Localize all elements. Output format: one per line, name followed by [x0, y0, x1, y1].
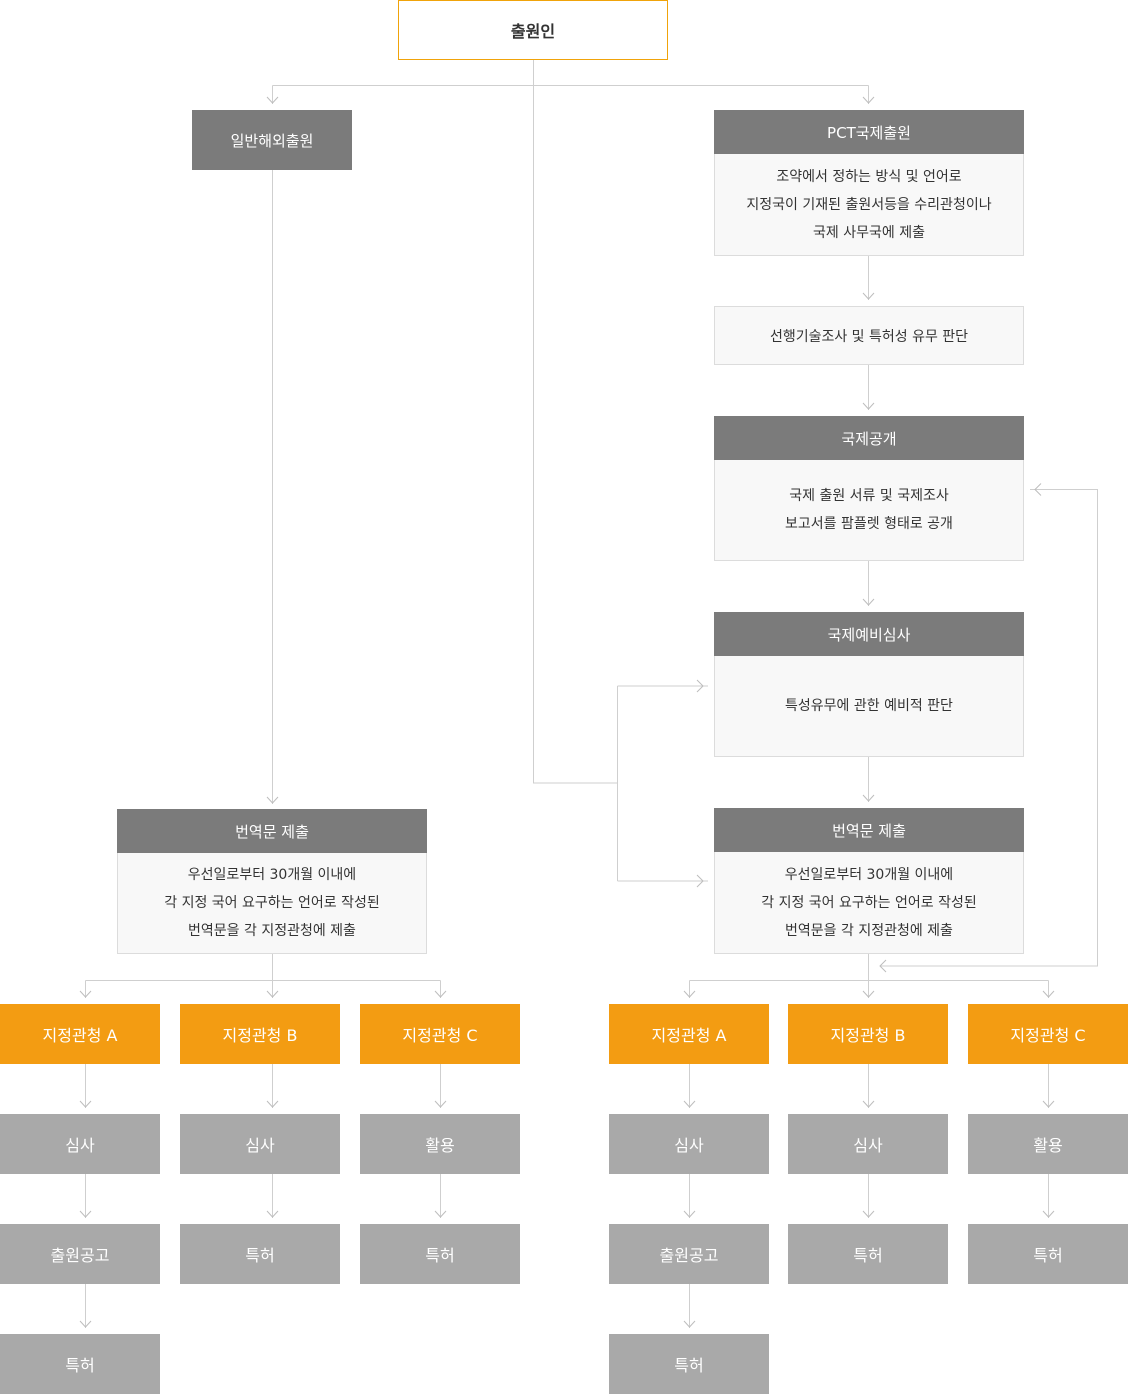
- step-label: 활용: [1033, 1132, 1062, 1156]
- step-label: 특허: [245, 1242, 274, 1266]
- step-label: 심사: [853, 1132, 882, 1156]
- prior-art-search-label: 선행기술조사 및 특허성 유무 판단: [770, 326, 968, 346]
- general-translation-line: 우선일로부터 30개월 이내에: [188, 861, 356, 889]
- general-translation-line: 번역문을 각 지정관청에 제출: [188, 917, 356, 945]
- pct-office-a-label: 지정관청 A: [652, 1022, 727, 1046]
- publication-line: 국제 출원 서류 및 국제조사: [789, 482, 948, 510]
- pct-office-a-step: 출원공고: [609, 1224, 769, 1284]
- publication-title: 국제공개: [841, 428, 896, 449]
- general-office-c-label: 지정관청 C: [402, 1022, 477, 1046]
- pct-translation-line: 각 지정 국어 요구하는 언어로 작성된: [761, 889, 976, 917]
- general-office-a-label: 지정관청 A: [43, 1022, 118, 1046]
- prelim-exam-line: 특성유무에 관한 예비적 판단: [785, 692, 953, 720]
- pct-translation-title: 번역문 제출: [832, 820, 906, 841]
- prelim-exam-title: 국제예비심사: [828, 624, 911, 645]
- pct-office-b-label: 지정관청 B: [831, 1022, 906, 1046]
- pct-office-b-step: 특허: [788, 1224, 948, 1284]
- pct-translation-line: 번역문을 각 지정관청에 제출: [785, 917, 953, 945]
- pct-office-a: 지정관청 A: [609, 1004, 769, 1064]
- general-filing-label: 일반해외출원: [231, 130, 314, 151]
- general-office-b: 지정관청 B: [180, 1004, 340, 1064]
- pct-filing-line: 지정국이 기재된 출원서등을 수리관청이나: [746, 191, 991, 219]
- pct-office-c: 지정관청 C: [968, 1004, 1128, 1064]
- general-office-b-step: 심사: [180, 1114, 340, 1174]
- general-filing-box: 일반해외출원: [192, 110, 352, 170]
- pct-translation-line: 우선일로부터 30개월 이내에: [785, 861, 953, 889]
- general-office-a: 지정관청 A: [0, 1004, 160, 1064]
- general-office-a-step: 특허: [0, 1334, 160, 1394]
- applicant-box: 출원인: [398, 0, 668, 60]
- pct-translation-header: 번역문 제출: [714, 808, 1024, 852]
- step-label: 출원공고: [51, 1242, 110, 1266]
- step-label: 특허: [674, 1352, 703, 1376]
- general-translation-body: 우선일로부터 30개월 이내에 각 지정 국어 요구하는 언어로 작성된 번역문…: [117, 853, 427, 954]
- publication-line: 보고서를 팜플렛 형태로 공개: [785, 510, 953, 538]
- prelim-exam-body: 특성유무에 관한 예비적 판단: [714, 656, 1024, 757]
- pct-filing-line: 국제 사무국에 제출: [813, 219, 925, 247]
- pct-office-c-step: 특허: [968, 1224, 1128, 1284]
- general-office-b-label: 지정관청 B: [223, 1022, 298, 1046]
- publication-header: 국제공개: [714, 416, 1024, 460]
- step-label: 특허: [425, 1242, 454, 1266]
- general-office-a-step: 출원공고: [0, 1224, 160, 1284]
- applicant-label: 출원인: [511, 18, 555, 42]
- step-label: 심사: [245, 1132, 274, 1156]
- pct-office-b: 지정관청 B: [788, 1004, 948, 1064]
- general-office-a-step: 심사: [0, 1114, 160, 1174]
- step-label: 특허: [65, 1352, 94, 1376]
- pct-office-c-label: 지정관청 C: [1010, 1022, 1085, 1046]
- general-office-c: 지정관청 C: [360, 1004, 520, 1064]
- prior-art-search-box: 선행기술조사 및 특허성 유무 판단: [714, 306, 1024, 365]
- general-translation-line: 각 지정 국어 요구하는 언어로 작성된: [164, 889, 379, 917]
- step-label: 특허: [853, 1242, 882, 1266]
- pct-filing-body: 조약에서 정하는 방식 및 언어로 지정국이 기재된 출원서등을 수리관청이나 …: [714, 154, 1024, 256]
- pct-filing-title: PCT국제출원: [827, 122, 911, 143]
- publication-body: 국제 출원 서류 및 국제조사 보고서를 팜플렛 형태로 공개: [714, 460, 1024, 561]
- pct-office-b-step: 심사: [788, 1114, 948, 1174]
- pct-translation-body: 우선일로부터 30개월 이내에 각 지정 국어 요구하는 언어로 작성된 번역문…: [714, 852, 1024, 954]
- pct-filing-line: 조약에서 정하는 방식 및 언어로: [776, 163, 961, 191]
- prelim-exam-header: 국제예비심사: [714, 612, 1024, 656]
- step-label: 활용: [425, 1132, 454, 1156]
- pct-office-a-step: 심사: [609, 1114, 769, 1174]
- step-label: 심사: [674, 1132, 703, 1156]
- general-office-c-step: 특허: [360, 1224, 520, 1284]
- pct-office-a-step: 특허: [609, 1334, 769, 1394]
- step-label: 출원공고: [660, 1242, 719, 1266]
- general-translation-header: 번역문 제출: [117, 809, 427, 853]
- general-office-b-step: 특허: [180, 1224, 340, 1284]
- pct-filing-header: PCT국제출원: [714, 110, 1024, 154]
- step-label: 심사: [65, 1132, 94, 1156]
- step-label: 특허: [1033, 1242, 1062, 1266]
- pct-office-c-step: 활용: [968, 1114, 1128, 1174]
- general-office-c-step: 활용: [360, 1114, 520, 1174]
- general-translation-title: 번역문 제출: [235, 821, 309, 842]
